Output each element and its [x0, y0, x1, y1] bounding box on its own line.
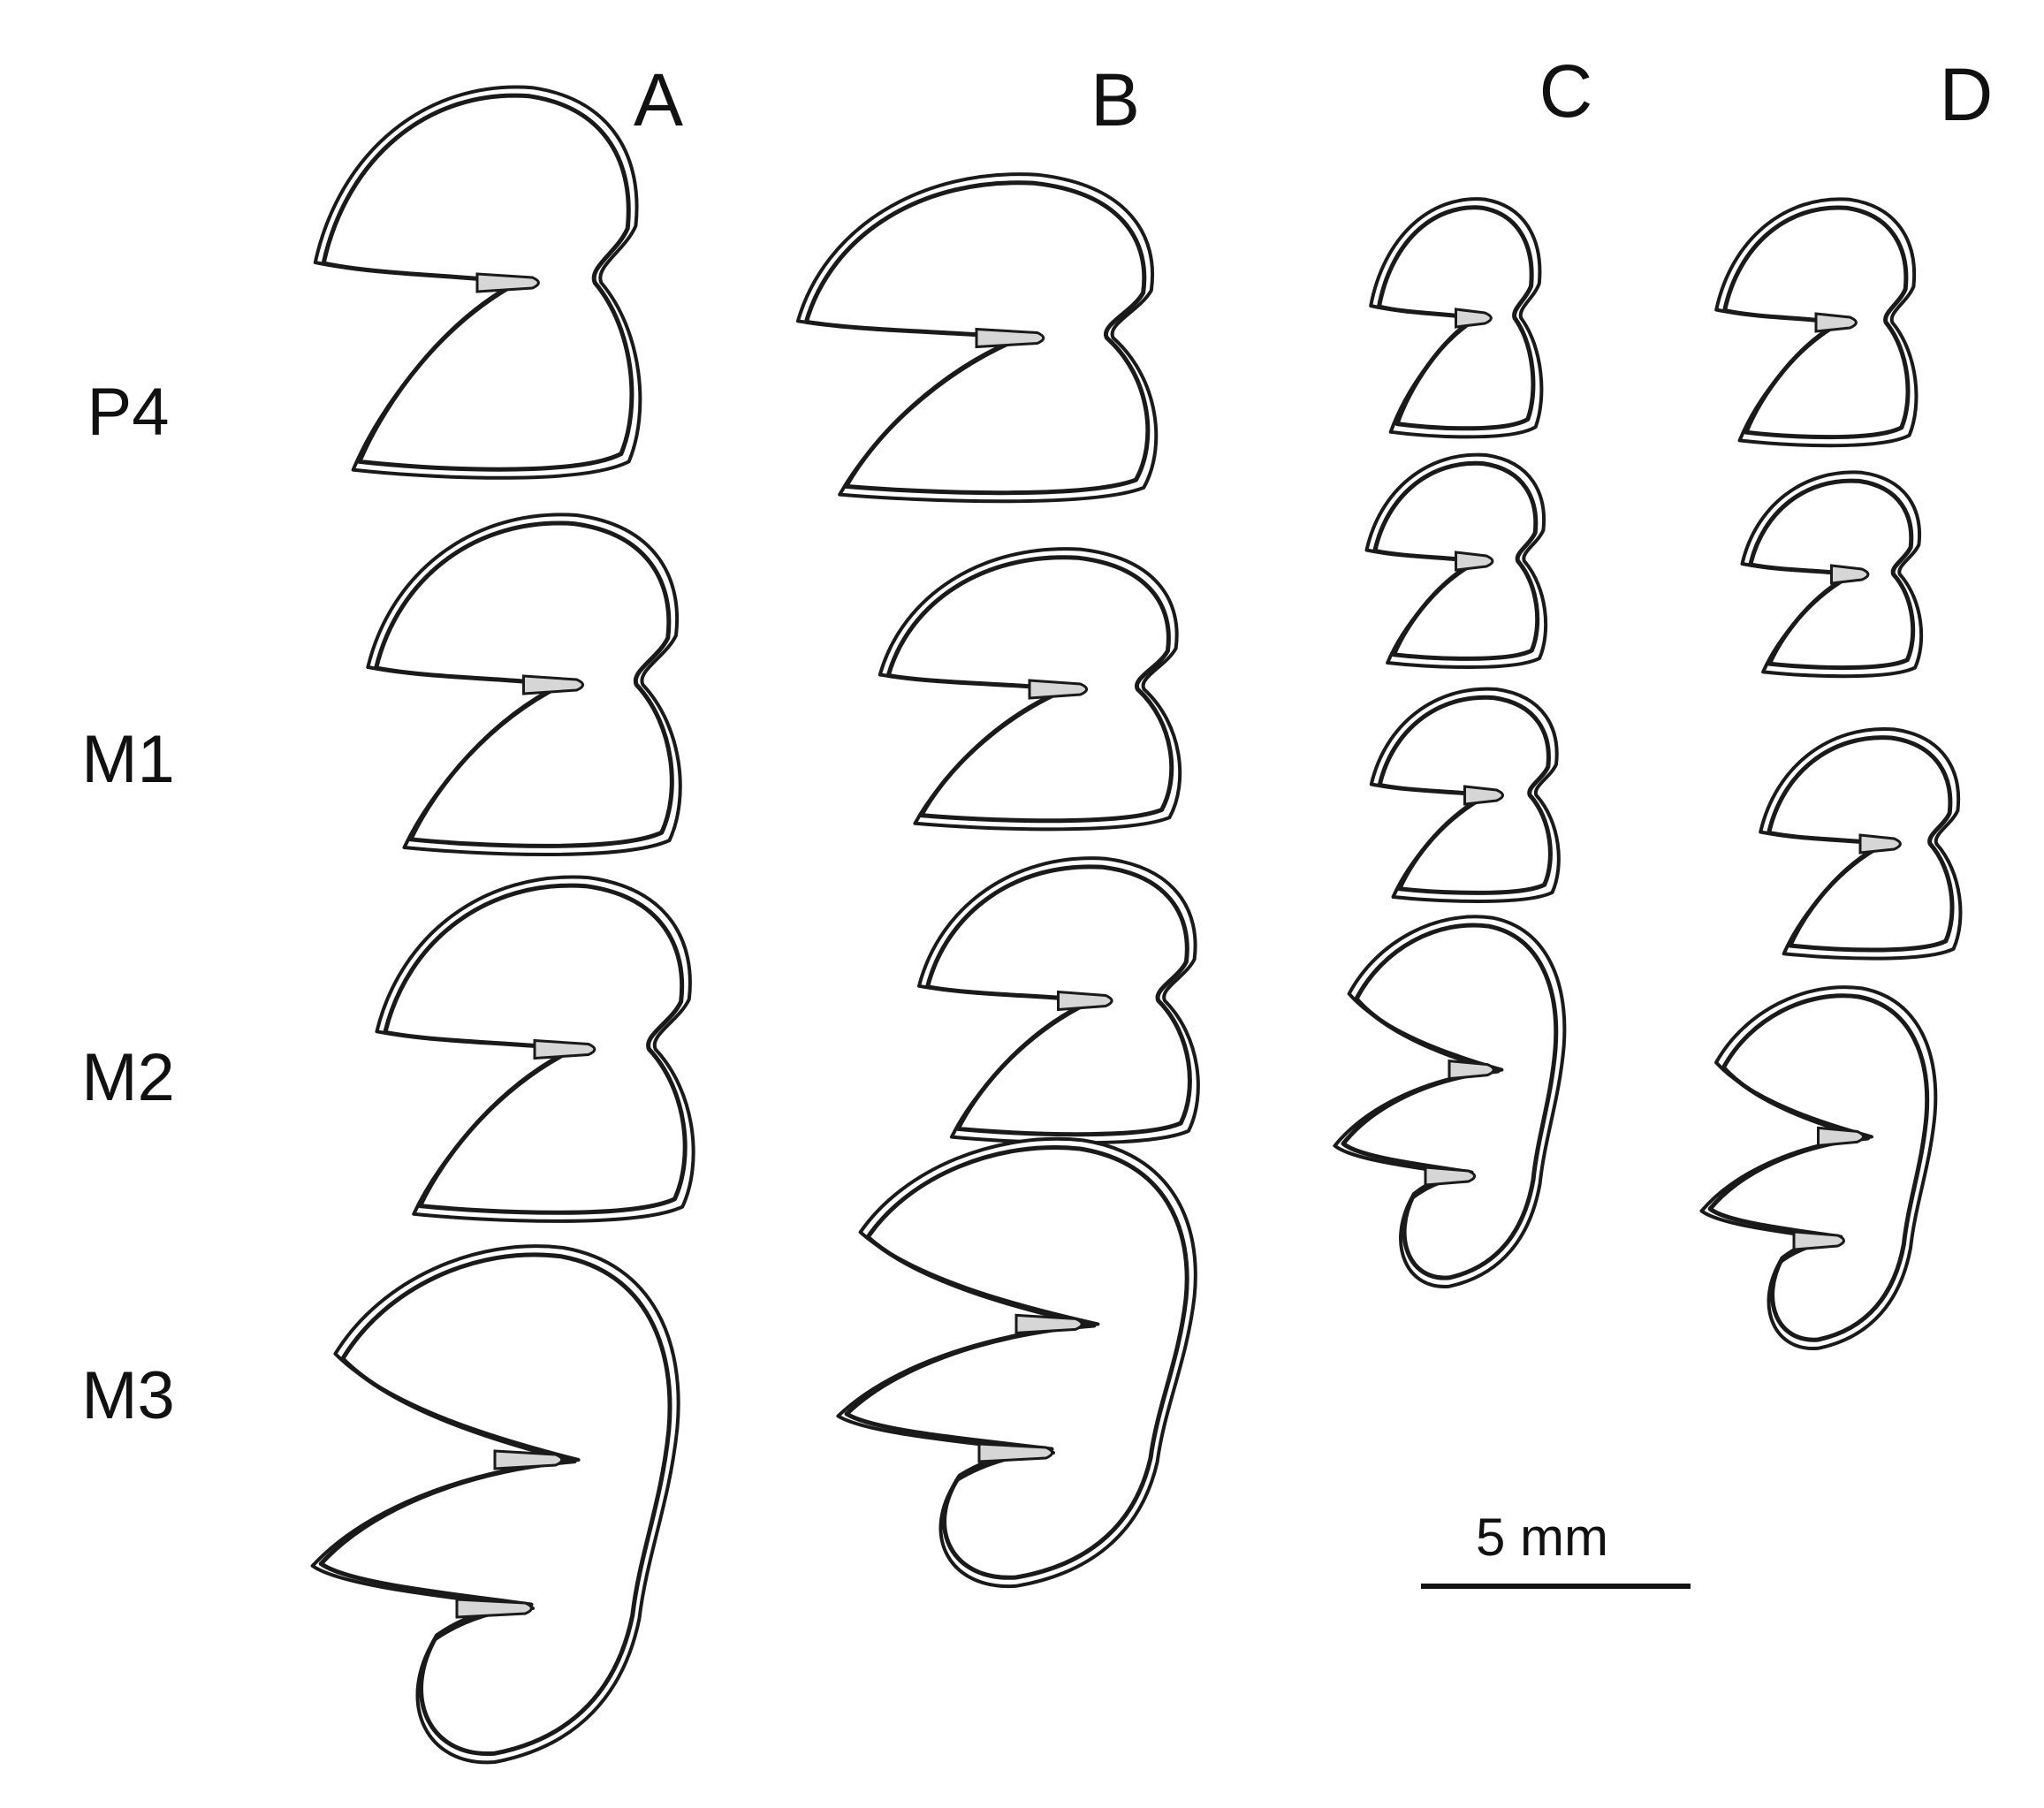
row-label-m2: M2 — [81, 1040, 175, 1115]
tooth-b-m3-fold-posterior — [977, 1442, 1054, 1463]
tooth-d-p4-inner-outline — [1722, 205, 1911, 440]
tooth-d-m3-inner-outline — [1707, 993, 1930, 1342]
tooth-b-p4-inner-outline — [803, 180, 1151, 496]
tooth-c-m1-fold — [1455, 551, 1494, 572]
row-label-m3: M3 — [81, 1358, 175, 1433]
tooth-d-m3-fold — [1817, 1126, 1865, 1148]
tooth-b-m2-fold — [1057, 990, 1113, 1012]
tooth-b-p4-fold — [975, 327, 1045, 349]
tooth-d-m2-fold — [1858, 833, 1902, 855]
tooth-c-m3-fold — [1448, 1059, 1495, 1081]
tooth-d-m1-fold — [1830, 564, 1870, 585]
tooth-a-p4-inner-outline — [321, 93, 634, 472]
tooth-a-m2-fold — [533, 1038, 596, 1060]
row-label-m1: M1 — [81, 722, 175, 797]
tooth-a-m2-inner-outline — [383, 883, 688, 1215]
tooth-b-m3-fold — [1014, 1313, 1083, 1334]
column-label-a: A — [634, 58, 683, 141]
tooth-c-p4-fold — [1455, 308, 1493, 329]
tooth-c-p4-inner-outline — [1377, 205, 1536, 431]
tooth-a-m1-inner-outline — [374, 520, 674, 848]
tooth-a-p4-fold — [475, 272, 540, 293]
tooth-b-m3-outline — [836, 1136, 1197, 1588]
teeth-group — [310, 85, 1963, 1765]
column-label-d: D — [1940, 53, 1994, 136]
tooth-b-m1-fold — [1028, 679, 1089, 700]
scale-bar-label: 5 mm — [1476, 1508, 1608, 1567]
tooth-c-m3-inner-outline — [1341, 923, 1559, 1280]
tooth-d-m3-fold-posterior — [1792, 1230, 1845, 1251]
tooth-b-m3-inner-outline — [844, 1145, 1189, 1580]
tooth-a-m3-inner-outline — [318, 1252, 672, 1756]
tooth-a-m3-fold-posterior — [455, 1598, 533, 1619]
tooth-c-m1-inner-outline — [1372, 460, 1540, 661]
tooth-c-m3-outline — [1333, 915, 1567, 1288]
tooth-c-m3-fold-posterior — [1424, 1166, 1477, 1187]
column-label-b: B — [1090, 58, 1140, 141]
row-label-p4: P4 — [87, 375, 170, 450]
tooth-a-m1-fold — [522, 674, 584, 695]
tooth-a-m3-fold — [493, 1449, 564, 1470]
tooth-d-m2-inner-outline — [1767, 735, 1955, 953]
column-label-c: C — [1539, 49, 1593, 133]
tooth-c-m2-fold — [1463, 785, 1504, 806]
tooth-d-m3-outline — [1699, 985, 1938, 1350]
tooth-b-m2-inner-outline — [925, 864, 1192, 1137]
tooth-d-p4-fold — [1814, 312, 1858, 333]
